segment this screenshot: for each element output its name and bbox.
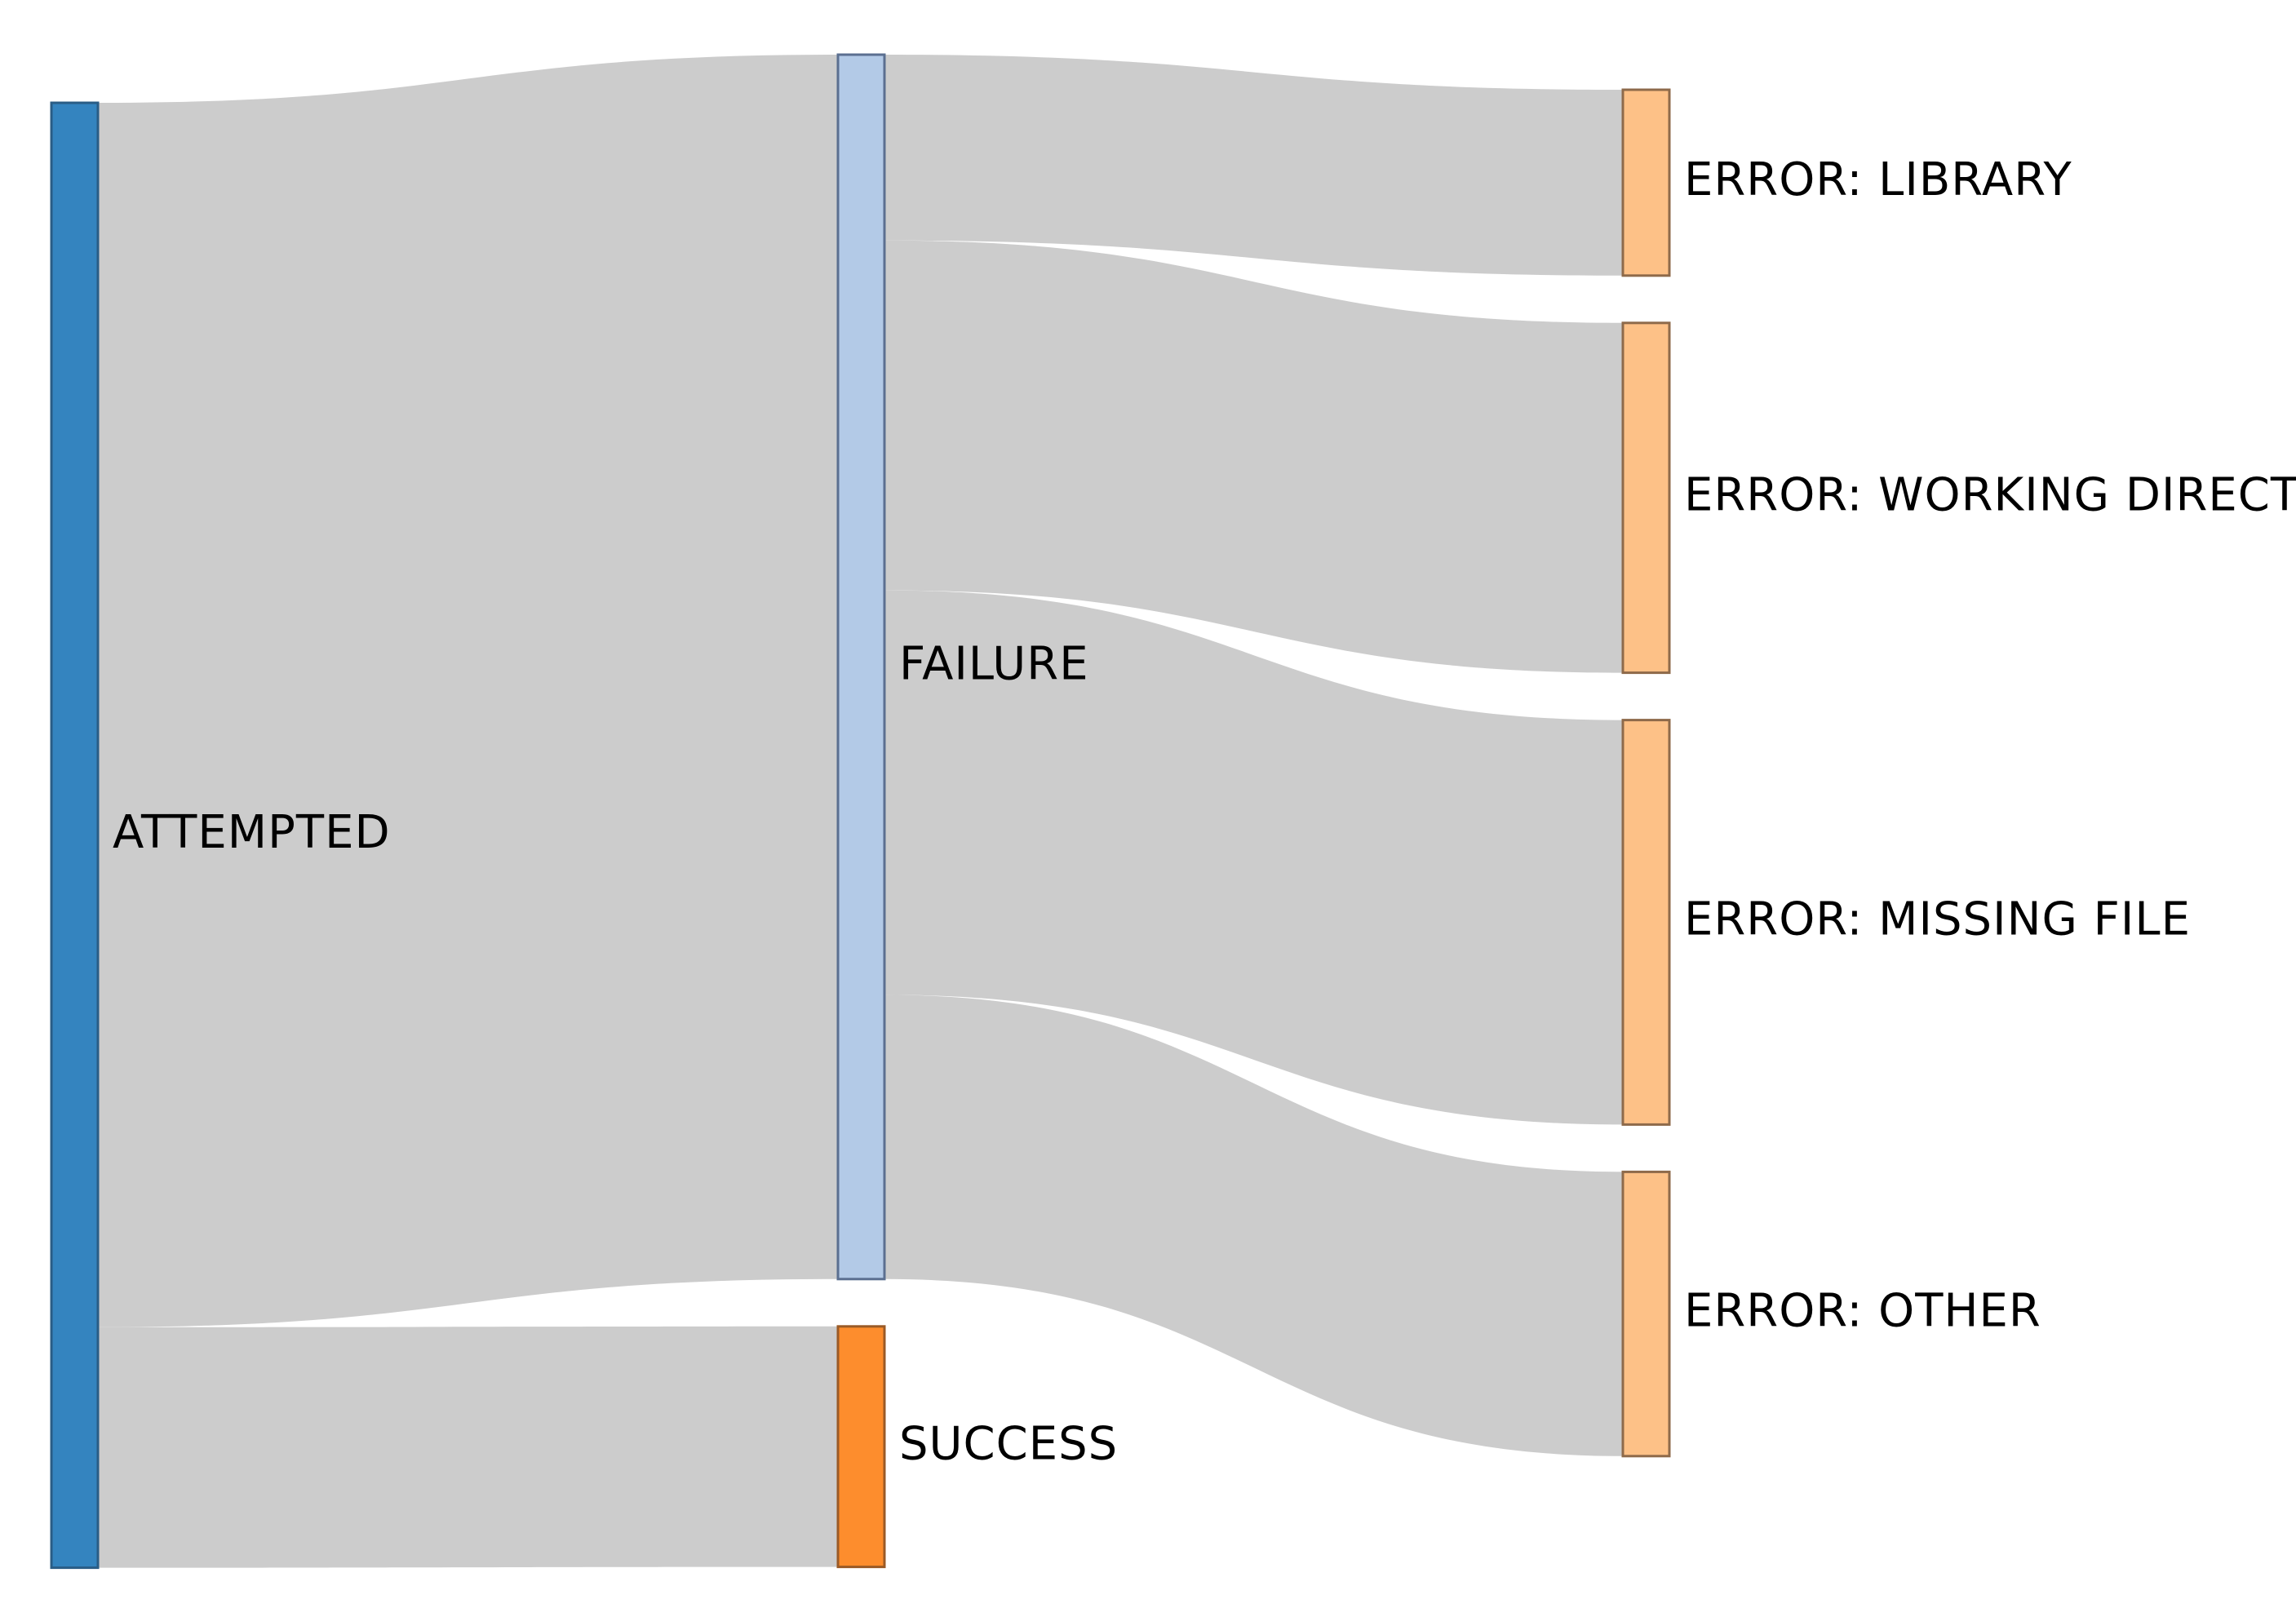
node-err_other (1621, 1170, 1671, 1458)
link-failure-to-err_wd (884, 240, 1623, 673)
nodes-layer (50, 53, 1671, 1570)
labels-layer: Attempted FailureSuccess Error: LibraryErr… (113, 153, 2296, 1470)
links-layer (98, 55, 1623, 1568)
node-label-err_other: Error: other (1684, 1285, 2041, 1338)
node-err_missing (1621, 719, 1671, 1126)
link-failure-to-err_other (884, 995, 1623, 1456)
node-label-err_missing: Error: missing file (1684, 893, 2191, 946)
node-err_wd (1621, 321, 1671, 675)
link-attempted-to-success (98, 1326, 838, 1568)
node-attempted (50, 101, 100, 1570)
node-success (836, 1325, 886, 1569)
link-attempted-to-failure (98, 55, 838, 1327)
link-failure-to-err_library (884, 55, 1623, 276)
node-label-err_library: Error: Library (1684, 153, 2072, 206)
node-err_library (1621, 88, 1671, 277)
node-label-err_wd: Error: Working directory (1684, 468, 2296, 521)
node-label-success: Success (899, 1417, 1118, 1470)
node-label-attempted: Attempted (113, 806, 391, 859)
node-failure (836, 53, 886, 1281)
node-label-failure: Failure (899, 638, 1089, 691)
link-failure-to-err_missing (884, 590, 1623, 1125)
